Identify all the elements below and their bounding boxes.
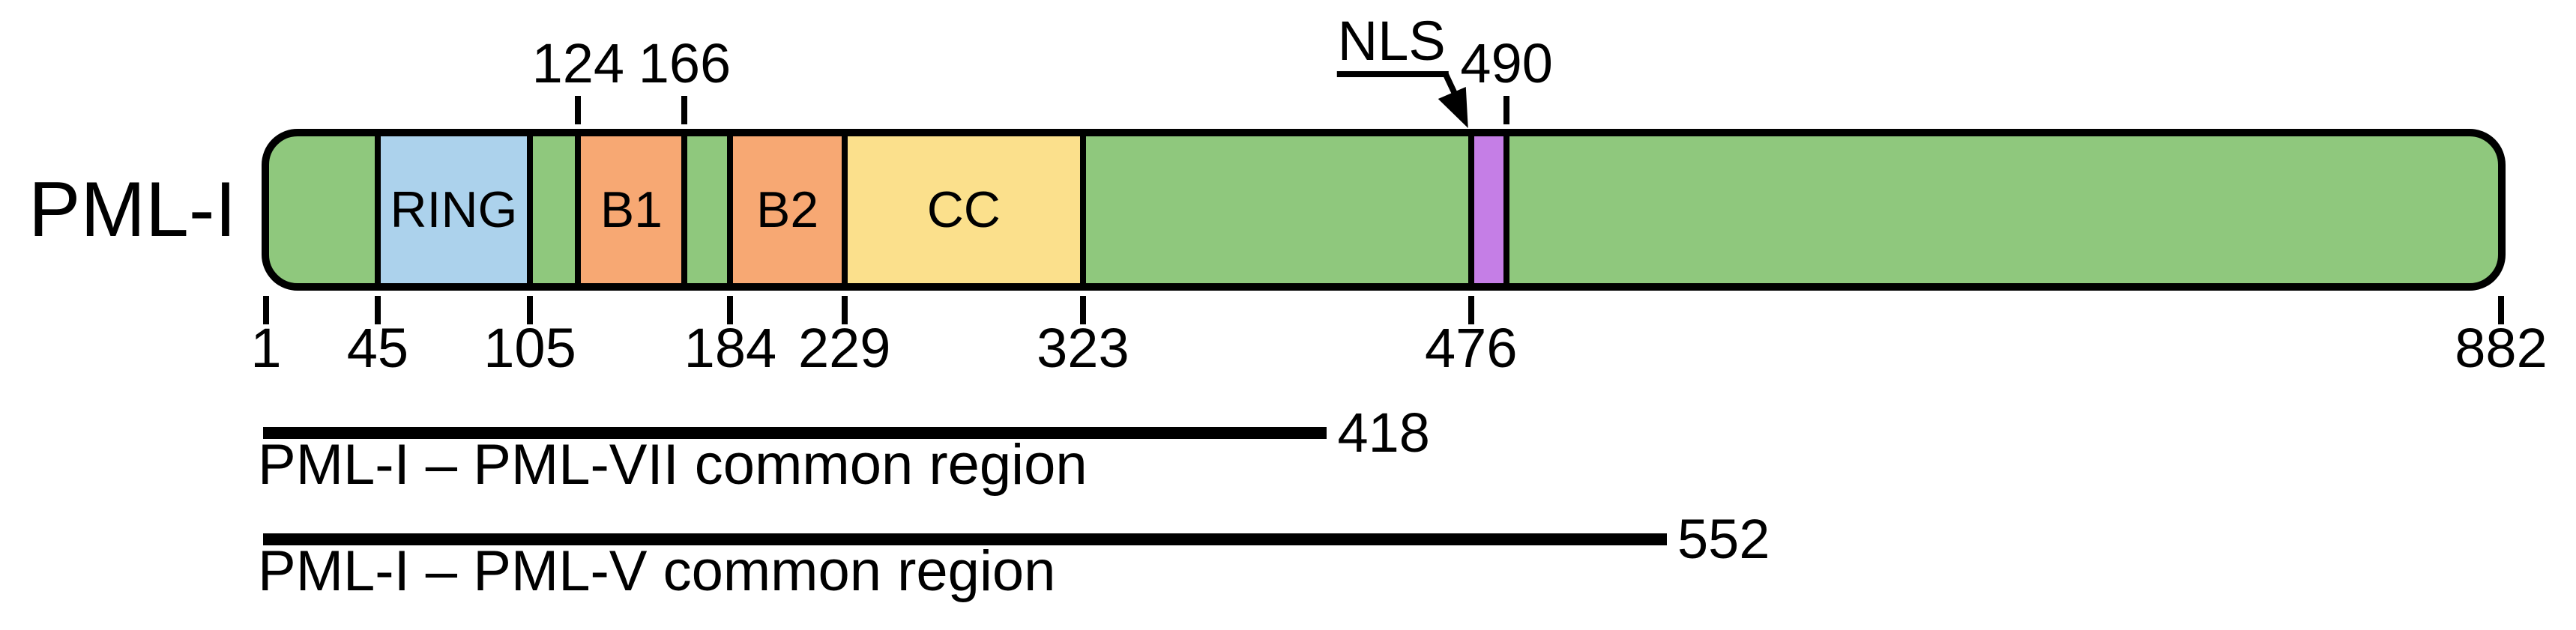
tick-top-label: 124 xyxy=(531,32,625,94)
tick-bottom xyxy=(263,296,269,324)
region-1-end-label: 552 xyxy=(1677,508,1770,570)
tick-bottom xyxy=(727,296,734,324)
region-bar xyxy=(263,427,1327,439)
domain-NLS xyxy=(1468,136,1510,283)
tick-bottom xyxy=(1079,296,1086,324)
tick-top-label: 166 xyxy=(638,32,732,94)
tick-top-label: 490 xyxy=(1460,32,1553,94)
domain-label: B1 xyxy=(600,181,663,238)
region-0-end-label: 418 xyxy=(1337,402,1430,464)
tick-bottom-label: 184 xyxy=(684,317,777,379)
domain-B2: B2 xyxy=(727,136,848,283)
region-bar xyxy=(263,533,1668,545)
tick-bottom xyxy=(374,296,381,324)
region-1-caption: PML-I – PML-V common region xyxy=(258,539,1056,603)
domain-label: B2 xyxy=(755,181,819,238)
tick-top xyxy=(575,96,582,124)
domain-label: RING xyxy=(390,181,518,238)
tick-bottom-label: 105 xyxy=(483,317,576,379)
tick-bottom-label: 1 xyxy=(250,317,282,379)
tick-bottom-label: 476 xyxy=(1425,317,1518,379)
tick-bottom-label: 45 xyxy=(346,317,409,379)
tick-bottom-label: 882 xyxy=(2455,317,2548,379)
domain-CC: CC xyxy=(841,136,1086,283)
protein-name: PML-I xyxy=(28,166,237,253)
tick-top xyxy=(681,96,688,124)
tick-bottom xyxy=(1468,296,1474,324)
domain-B1: B1 xyxy=(575,136,688,283)
tick-bottom-label: 323 xyxy=(1037,317,1129,379)
domain-RING: RING xyxy=(374,136,533,283)
tick-bottom-label: 229 xyxy=(797,317,891,379)
tick-top xyxy=(1503,96,1510,124)
tick-bottom xyxy=(841,296,848,324)
tick-bottom xyxy=(527,296,534,324)
domain-label: CC xyxy=(926,181,1001,238)
nls-label: NLS xyxy=(1337,10,1446,72)
region-0-caption: PML-I – PML-VII common region xyxy=(258,433,1088,497)
tick-bottom xyxy=(2498,296,2504,324)
